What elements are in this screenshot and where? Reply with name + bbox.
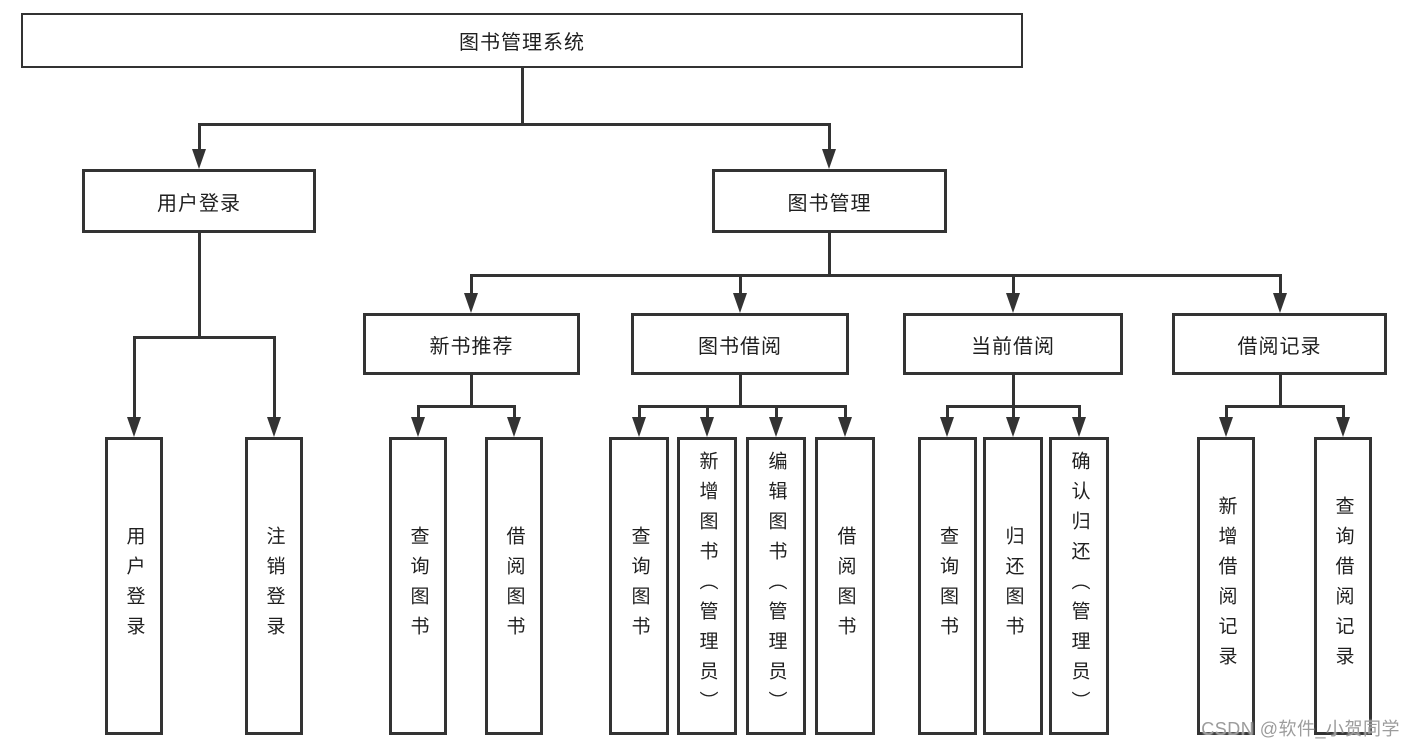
connector-user-login-stem bbox=[198, 233, 201, 337]
arrow-rec-search-arrowhead-icon bbox=[411, 417, 425, 437]
node-leaf-bb-add-books-label: 新增图书（管理员） bbox=[696, 451, 718, 721]
node-leaf-cb-return-books: 归还图书 bbox=[983, 437, 1043, 735]
connector-drop-leaf-logout bbox=[273, 337, 276, 419]
connector-book-mgmt-stem bbox=[828, 233, 831, 275]
connector-drop-bb-borrow bbox=[844, 406, 847, 419]
arrow-leaf-user-login-arrowhead-icon bbox=[127, 417, 141, 437]
arrow-rec-borrow-arrowhead-icon bbox=[507, 417, 521, 437]
node-leaf-bb-borrow-books-label: 借阅图书 bbox=[834, 526, 856, 646]
connector-drop-borrow-records bbox=[1279, 275, 1282, 295]
connector-borrow-records-split bbox=[1225, 405, 1345, 408]
connector-drop-current-borrow bbox=[1012, 275, 1015, 295]
arrow-bb-search-arrowhead-icon bbox=[632, 417, 646, 437]
node-leaf-bb-edit-books: 编辑图书（管理员） bbox=[746, 437, 806, 735]
node-current-borrow-label: 当前借阅 bbox=[971, 335, 1055, 358]
connector-drop-cb-confirm bbox=[1078, 406, 1081, 419]
connector-drop-br-search bbox=[1342, 406, 1345, 419]
node-leaf-user-login: 用户登录 bbox=[105, 437, 163, 735]
connector-drop-bb-add bbox=[706, 406, 709, 419]
node-leaf-cb-confirm-return-label: 确认归还（管理员） bbox=[1068, 451, 1090, 721]
connector-new-book-rec-split bbox=[417, 405, 516, 408]
connector-book-borrow-stem bbox=[739, 375, 742, 406]
arrow-borrow-records-arrowhead-icon bbox=[1273, 293, 1287, 313]
arrow-user-login-arrowhead-icon bbox=[192, 149, 206, 169]
node-borrow-records-label: 借阅记录 bbox=[1237, 335, 1322, 358]
node-user-login-label: 用户登录 bbox=[157, 192, 241, 215]
arrow-bb-add-arrowhead-icon bbox=[700, 417, 714, 437]
node-leaf-rec-search-books-label: 查询图书 bbox=[407, 526, 429, 646]
arrow-cb-confirm-arrowhead-icon bbox=[1072, 417, 1086, 437]
connector-drop-leaf-user-login bbox=[133, 337, 136, 419]
connector-drop-cb-return bbox=[1012, 406, 1015, 419]
node-leaf-br-search-record: 查询借阅记录 bbox=[1314, 437, 1372, 735]
node-leaf-bb-search-books-label: 查询图书 bbox=[628, 526, 650, 646]
arrow-br-search-arrowhead-icon bbox=[1336, 417, 1350, 437]
node-root-label: 图书管理系统 bbox=[459, 32, 585, 54]
connector-root-stem bbox=[521, 68, 524, 124]
node-leaf-bb-add-books: 新增图书（管理员） bbox=[677, 437, 737, 735]
node-root: 图书管理系统 bbox=[21, 13, 1023, 68]
node-book-mgmt: 图书管理 bbox=[712, 169, 947, 233]
arrow-bb-edit-arrowhead-icon bbox=[769, 417, 783, 437]
arrow-cb-search-arrowhead-icon bbox=[940, 417, 954, 437]
arrow-book-mgmt-arrowhead-icon bbox=[822, 149, 836, 169]
connector-drop-user-login bbox=[198, 124, 201, 152]
arrow-br-add-arrowhead-icon bbox=[1219, 417, 1233, 437]
node-user-login: 用户登录 bbox=[82, 169, 316, 233]
node-leaf-rec-borrow-books-label: 借阅图书 bbox=[503, 526, 525, 646]
connector-drop-book-mgmt bbox=[828, 124, 831, 152]
arrow-current-borrow-arrowhead-icon bbox=[1006, 293, 1020, 313]
connector-current-borrow-stem bbox=[1012, 375, 1015, 406]
node-leaf-rec-search-books: 查询图书 bbox=[389, 437, 447, 735]
node-leaf-bb-borrow-books: 借阅图书 bbox=[815, 437, 875, 735]
node-leaf-user-login-label: 用户登录 bbox=[123, 526, 145, 646]
arrow-new-book-rec-arrowhead-icon bbox=[464, 293, 478, 313]
node-book-borrow-label: 图书借阅 bbox=[698, 335, 782, 358]
connector-drop-new-book-rec bbox=[470, 275, 473, 295]
arrow-cb-return-arrowhead-icon bbox=[1006, 417, 1020, 437]
node-leaf-bb-search-books: 查询图书 bbox=[609, 437, 669, 735]
connector-drop-br-add bbox=[1225, 406, 1228, 419]
connector-new-book-rec-stem bbox=[470, 375, 473, 406]
arrow-bb-borrow-arrowhead-icon bbox=[838, 417, 852, 437]
node-leaf-cb-confirm-return: 确认归还（管理员） bbox=[1049, 437, 1109, 735]
node-leaf-logout: 注销登录 bbox=[245, 437, 303, 735]
node-borrow-records: 借阅记录 bbox=[1172, 313, 1387, 375]
node-new-book-rec-label: 新书推荐 bbox=[429, 335, 514, 358]
node-leaf-cb-search-books-label: 查询图书 bbox=[937, 526, 958, 646]
connector-drop-book-borrow bbox=[739, 275, 742, 295]
connector-drop-rec-borrow bbox=[513, 406, 516, 419]
node-book-borrow: 图书借阅 bbox=[631, 313, 849, 375]
node-current-borrow: 当前借阅 bbox=[903, 313, 1123, 375]
node-new-book-rec: 新书推荐 bbox=[363, 313, 580, 375]
node-book-mgmt-label: 图书管理 bbox=[787, 192, 872, 215]
connector-book-borrow-split bbox=[638, 405, 847, 408]
node-leaf-br-search-record-label: 查询借阅记录 bbox=[1332, 496, 1354, 676]
connector-root-split bbox=[198, 123, 831, 126]
node-leaf-br-add-record: 新增借阅记录 bbox=[1197, 437, 1255, 735]
connector-borrow-records-stem bbox=[1279, 375, 1282, 406]
connector-book-mgmt-split bbox=[470, 274, 1282, 277]
node-leaf-rec-borrow-books: 借阅图书 bbox=[485, 437, 543, 735]
node-leaf-logout-label: 注销登录 bbox=[263, 526, 285, 646]
csdn-watermark: CSDN @软件_小贺同学 bbox=[1201, 719, 1400, 739]
node-leaf-cb-return-books-label: 归还图书 bbox=[1002, 526, 1024, 646]
connector-drop-bb-edit bbox=[775, 406, 778, 419]
node-leaf-br-add-record-label: 新增借阅记录 bbox=[1215, 496, 1237, 676]
connector-drop-cb-search bbox=[946, 406, 949, 419]
node-leaf-bb-edit-books-label: 编辑图书（管理员） bbox=[765, 451, 787, 721]
connector-drop-rec-search bbox=[417, 406, 420, 419]
arrow-leaf-logout-arrowhead-icon bbox=[267, 417, 281, 437]
node-leaf-cb-search-books: 查询图书 bbox=[918, 437, 977, 735]
connector-user-login-split bbox=[133, 336, 276, 339]
arrow-book-borrow-arrowhead-icon bbox=[733, 293, 747, 313]
connector-drop-bb-search bbox=[638, 406, 641, 419]
